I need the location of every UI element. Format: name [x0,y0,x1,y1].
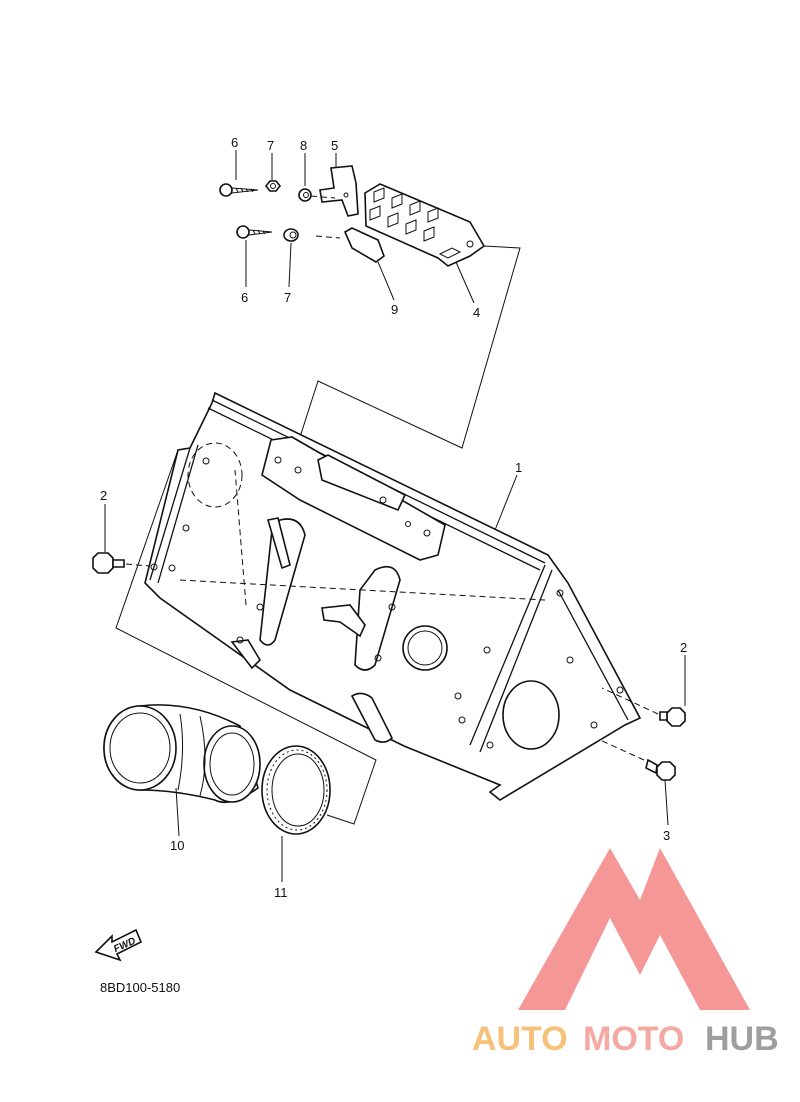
callout-9: 9 [391,302,398,317]
bracket-5 [319,165,359,217]
callout-7-top: 7 [267,138,274,153]
watermark-logo-icon [518,848,750,1010]
callout-11: 11 [274,885,288,900]
callout-6-top: 6 [231,135,238,150]
callout-5: 5 [331,138,338,153]
nut-7-upper [264,180,282,192]
washer-8 [298,188,312,202]
callout-1: 1 [515,460,522,475]
fwd-arrow-icon: FWD [94,928,143,962]
watermark-text-auto: AUTO [472,1020,568,1058]
fwd-label: FWD [112,936,137,955]
callout-4: 4 [473,305,480,320]
callout-3: 3 [663,828,670,843]
callout-7-bottom: 7 [284,290,291,305]
intake-joint-10 [103,704,261,804]
callout-2-left: 2 [100,488,107,503]
callout-10: 10 [170,838,184,853]
callout-2-right: 2 [680,640,687,655]
watermark-text-moto: MOTO [583,1020,684,1058]
screw-6-upper [219,183,259,197]
bolt-2-left [92,552,125,574]
mounting-panel-1 [144,391,642,801]
callout-8: 8 [300,138,307,153]
callout-6-bottom: 6 [241,290,248,305]
bolt-2-right [659,707,686,727]
connector-block-4 [364,183,486,267]
nut-7-lower [283,228,299,242]
gasket-11 [261,745,331,835]
bracket-9 [343,227,385,263]
bolt-3 [645,758,676,781]
diagram-code: 8BD100-5180 [100,980,180,995]
watermark-text-hub: HUB [705,1020,779,1058]
screw-6-lower [236,225,273,239]
